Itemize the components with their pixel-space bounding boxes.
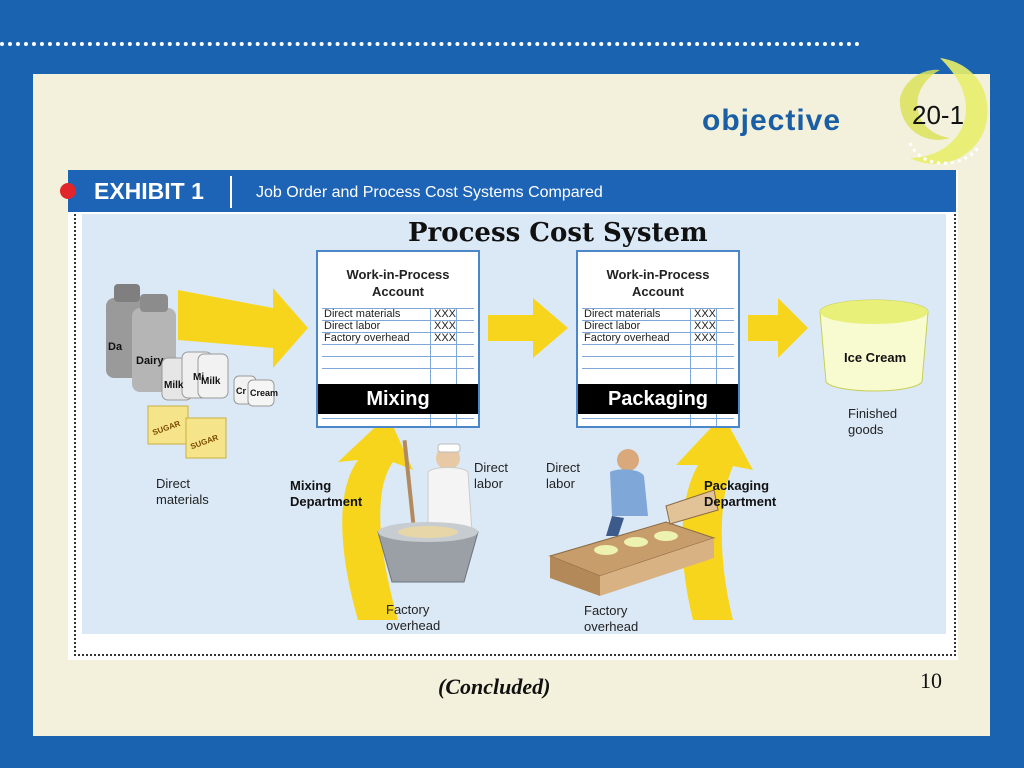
ice-cream-tub-icon: Ice Cream — [819, 299, 929, 392]
packaging-direct-labor-label: Direct labor — [546, 460, 580, 491]
dotted-frame — [74, 214, 956, 656]
milk-label-2: Mi — [193, 372, 204, 383]
account-row-value: XXX — [694, 320, 717, 332]
exhibit-label: EXHIBIT 1 — [94, 178, 204, 204]
objective-number: 20-1 — [912, 100, 965, 130]
milk-label-1: Milk — [164, 380, 184, 391]
mixing-department-label: Mixing Department — [290, 478, 363, 509]
account-row-value: XXX — [434, 308, 457, 320]
swirl-logo-icon — [899, 58, 988, 165]
decorative-dotted-line — [0, 42, 860, 52]
diagram-title: Process Cost System — [408, 218, 708, 248]
account-row-label: Direct labor — [324, 320, 381, 332]
milk-label-3: Milk — [201, 376, 221, 387]
arrow-up-packaging-icon — [676, 415, 753, 620]
mixing-worker-illustration — [377, 440, 479, 583]
wip-account-mixing: Work-in-Process Account Direct materials… — [316, 250, 480, 428]
ice-cream-label: Ice Cream — [844, 350, 906, 365]
flow-arrows — [178, 288, 808, 620]
department-band-packaging: Packaging — [578, 384, 738, 414]
packaging-factory-overhead-label: Factory overhead — [584, 603, 639, 634]
cream-label-1: Cr — [236, 386, 246, 396]
account-row-value: XXX — [434, 332, 457, 344]
account-row-label: Factory overhead — [584, 332, 670, 344]
header-divider — [230, 176, 232, 208]
finished-goods-label: Finished goods — [848, 406, 898, 437]
sugar-box-icon — [185, 417, 227, 459]
direct-materials-label: Direct materials — [156, 476, 209, 507]
account-row-value: XXX — [694, 308, 717, 320]
dairy-label-2: Dairy — [136, 355, 164, 367]
arrow-packaging-to-finished-icon — [748, 298, 808, 358]
exhibit-header-bar: EXHIBIT 1 Job Order and Process Cost Sys… — [60, 170, 956, 212]
account-row-value: XXX — [694, 332, 717, 344]
concluded-caption: (Concluded) — [438, 674, 551, 699]
account-row-label: Factory overhead — [324, 332, 410, 344]
mixing-factory-overhead-label: Factory overhead — [386, 602, 441, 633]
account-row-label: Direct labor — [584, 320, 641, 332]
red-bullet-icon — [60, 183, 76, 199]
account-heading: Work-in-Process Account — [606, 267, 710, 299]
dairy-label-1: Da — [108, 341, 123, 353]
objective-label: objective — [702, 104, 842, 137]
account-row-label: Direct materials — [584, 308, 661, 320]
department-band-mixing: Mixing — [318, 384, 478, 414]
wip-account-packaging: Work-in-Process Account Direct materials… — [576, 250, 740, 428]
account-row-label: Direct materials — [324, 308, 401, 320]
cream-bottle-icon — [247, 379, 275, 407]
arrow-mixing-to-packaging-icon — [488, 298, 568, 358]
worker-head-icon — [617, 449, 639, 471]
packaging-worker-illustration — [548, 449, 719, 596]
cream-label-2: Cream — [250, 388, 278, 398]
account-heading: Work-in-Process Account — [346, 267, 450, 299]
packaging-department-label: Packaging Department — [704, 478, 777, 509]
exhibit-title: Job Order and Process Cost Systems Compa… — [256, 184, 603, 201]
arrow-materials-to-mixing-icon — [178, 288, 308, 368]
page-number: 10 — [920, 668, 942, 693]
exhibit-figure: EXHIBIT 1 Job Order and Process Cost Sys… — [60, 170, 958, 660]
direct-materials-illustration: Da Dairy Milk Mi Milk Cr Cream SUGAR SUG… — [106, 284, 278, 459]
mixing-direct-labor-label: Direct labor — [474, 460, 508, 491]
milk-bottle-icon — [197, 353, 229, 399]
account-row-value: XXX — [434, 320, 457, 332]
arrow-up-mixing-icon — [338, 415, 413, 620]
